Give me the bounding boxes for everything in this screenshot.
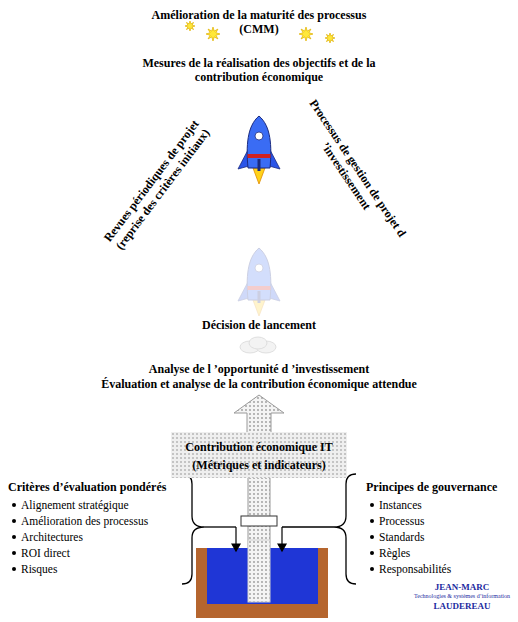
caption-text: Mesures de la réalisation des objectifs … — [134, 56, 384, 84]
list-item: Risques — [12, 562, 57, 576]
caption-text: Évaluation et analyse de la contribution… — [101, 377, 417, 391]
signature: Technologies & systèmes d’information — [414, 593, 510, 600]
signature: LAUDEREAU — [433, 601, 490, 611]
faded-rocket — [238, 248, 280, 316]
list-item-text: Instances — [379, 499, 422, 511]
list-item: Règles — [370, 546, 410, 560]
star-burst — [185, 21, 195, 31]
signature: JEAN-MARC — [435, 582, 490, 592]
cloud — [240, 337, 276, 353]
list-item-text: Standards — [379, 531, 424, 543]
list-item-text: Responsabilités — [379, 563, 451, 575]
bullet — [370, 535, 374, 539]
bullet — [12, 519, 16, 523]
bullet — [12, 567, 16, 571]
caption-text: Critères d’évaluation pondérés — [8, 480, 166, 494]
bracket — [182, 474, 356, 584]
caption-text: Décision de lancement — [202, 318, 316, 332]
pipe-in-well — [248, 540, 270, 602]
list-item-text: Règles — [379, 547, 410, 559]
list-item: Responsabilités — [370, 562, 451, 576]
list-item: Instances — [370, 498, 422, 512]
panel-text: Contribution économique IT (Métriques et… — [185, 440, 332, 472]
list-item: ROI direct — [12, 546, 70, 560]
list-item: Amélioration des processus — [12, 514, 148, 528]
list-item-text: Risques — [21, 563, 57, 575]
bullet — [370, 551, 374, 555]
caption-text: Principes de gouvernance — [366, 480, 497, 494]
list-item: Processus — [370, 514, 424, 528]
star-burst — [206, 27, 220, 41]
flow-arrows — [232, 527, 286, 551]
caption-text: Revues périodiques de projet (reprise de… — [89, 101, 226, 270]
rocket — [238, 116, 280, 184]
list-item-text: Architectures — [21, 531, 83, 543]
wellhead — [241, 516, 277, 526]
bullet — [370, 519, 374, 523]
bullet — [370, 567, 374, 571]
metric-panel: Contribution économique IT (Métriques et… — [171, 432, 347, 478]
list-item-text: Alignement stratégique — [21, 499, 129, 511]
bullet — [12, 535, 16, 539]
bullet — [12, 503, 16, 507]
caption-text: Analyse de l ’opportunité d ’investissem… — [149, 362, 369, 376]
list-item-text: Amélioration des processus — [21, 515, 148, 527]
list-item: Standards — [370, 530, 424, 544]
list-item-text: ROI direct — [21, 547, 70, 559]
star-burst — [325, 33, 335, 43]
pipe — [248, 460, 270, 605]
bullet — [12, 551, 16, 555]
caption-text: Processus de gestion de projet d ’invest… — [290, 89, 415, 256]
title: Amélioration de la maturité des processu… — [134, 8, 384, 36]
list-item: Architectures — [12, 530, 83, 544]
bullet — [370, 503, 374, 507]
star-burst — [299, 27, 313, 41]
list-item-text: Processus — [379, 515, 424, 527]
list-item: Alignement stratégique — [12, 498, 129, 512]
